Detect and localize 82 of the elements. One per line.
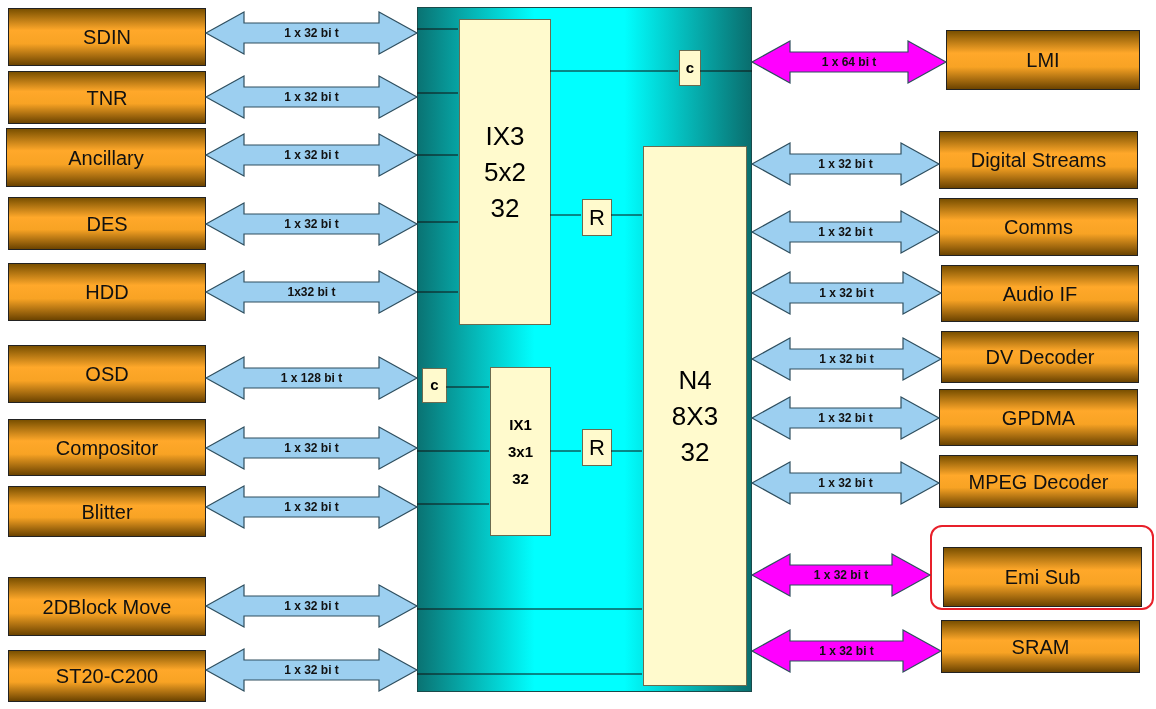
double-arrow	[750, 142, 941, 186]
module-box: Compositor	[8, 419, 206, 476]
double-arrow	[750, 461, 941, 505]
edge-label: 1 x 32 bi t	[284, 217, 339, 231]
double-arrow	[204, 202, 419, 246]
crossbar-box: IX1 3x1 32	[490, 367, 551, 536]
double-arrow	[750, 271, 943, 315]
module-box: Emi Sub	[943, 547, 1142, 607]
edge-label: 1 x 32 bi t	[819, 286, 874, 300]
connector-line	[549, 450, 582, 452]
edge-label: 1 x 32 bi t	[284, 148, 339, 162]
edge-label: 1 x 32 bi t	[284, 26, 339, 40]
double-arrow	[750, 337, 943, 381]
double-arrow	[750, 40, 948, 84]
edge-label: 1 x 32 bi t	[284, 599, 339, 613]
double-arrow	[204, 270, 419, 314]
double-arrow	[204, 426, 419, 470]
edge-label: 1 x 32 bi t	[284, 441, 339, 455]
module-box: SRAM	[941, 620, 1140, 673]
connector-line	[416, 673, 643, 675]
module-box: Comms	[939, 198, 1138, 256]
module-box: OSD	[8, 345, 206, 403]
small-box: R	[582, 199, 612, 236]
small-box: c	[679, 50, 701, 86]
double-arrow	[204, 648, 419, 692]
edge-label: 1x32 bi t	[287, 285, 336, 299]
edge-label: 1 x 32 bi t	[284, 90, 339, 104]
connector-line	[549, 214, 582, 216]
edge-label: 1 x 32 bi t	[818, 411, 873, 425]
module-box: Audio IF	[941, 265, 1139, 322]
edge-label: 1 x 32 bi t	[284, 663, 339, 677]
connector-line	[416, 450, 490, 452]
edge-label: 1 x 32 bi t	[284, 500, 339, 514]
double-arrow	[750, 553, 932, 597]
module-box: HDD	[8, 263, 206, 321]
connector-line	[416, 154, 459, 156]
module-box: LMI	[946, 30, 1140, 90]
double-arrow	[204, 75, 419, 119]
edge-label: 1 x 32 bi t	[818, 476, 873, 490]
connector-line	[549, 70, 679, 72]
small-box: c	[422, 368, 447, 403]
connector-line	[416, 221, 459, 223]
module-box: DV Decoder	[941, 331, 1139, 383]
edge-label: 1 x 32 bi t	[818, 157, 873, 171]
double-arrow	[204, 485, 419, 529]
module-box: TNR	[8, 71, 206, 124]
edge-label: 1 x 128 bi t	[280, 371, 343, 385]
double-arrow	[204, 356, 419, 400]
double-arrow	[204, 584, 419, 628]
highlight-outline	[930, 525, 1154, 610]
edge-label: 1 x 64 bi t	[821, 55, 877, 69]
module-box: DES	[8, 197, 206, 250]
module-box: ST20-C200	[8, 650, 206, 702]
edge-label: 1 x 32 bi t	[818, 225, 873, 239]
small-box: R	[582, 429, 612, 466]
double-arrow	[204, 133, 419, 177]
connector-line	[445, 386, 490, 388]
connector-line	[610, 450, 643, 452]
module-box: GPDMA	[939, 389, 1138, 446]
double-arrow	[750, 629, 943, 673]
connector-line	[416, 92, 459, 94]
double-arrow	[204, 11, 419, 55]
connector-line	[416, 291, 459, 293]
module-box: Ancillary	[6, 128, 206, 187]
edge-label: 1 x 32 bi t	[819, 644, 874, 658]
double-arrow	[750, 210, 941, 254]
connector-line	[416, 503, 490, 505]
module-box: Digital Streams	[939, 131, 1138, 189]
module-box: 2DBlock Move	[8, 577, 206, 636]
edge-label: 1 x 32 bi t	[813, 568, 869, 582]
module-box: Blitter	[8, 486, 206, 537]
connector-line	[416, 608, 643, 610]
crossbar-box: IX3 5x2 32	[459, 19, 551, 325]
connector-line	[610, 214, 643, 216]
connector-line	[699, 70, 753, 72]
module-box: SDIN	[8, 8, 206, 66]
crossbar-box: N4 8X3 32	[643, 146, 747, 686]
interconnect-panel	[417, 7, 752, 692]
connector-line	[416, 28, 459, 30]
module-box: MPEG Decoder	[939, 455, 1138, 508]
double-arrow	[750, 396, 941, 440]
edge-label: 1 x 32 bi t	[819, 352, 874, 366]
